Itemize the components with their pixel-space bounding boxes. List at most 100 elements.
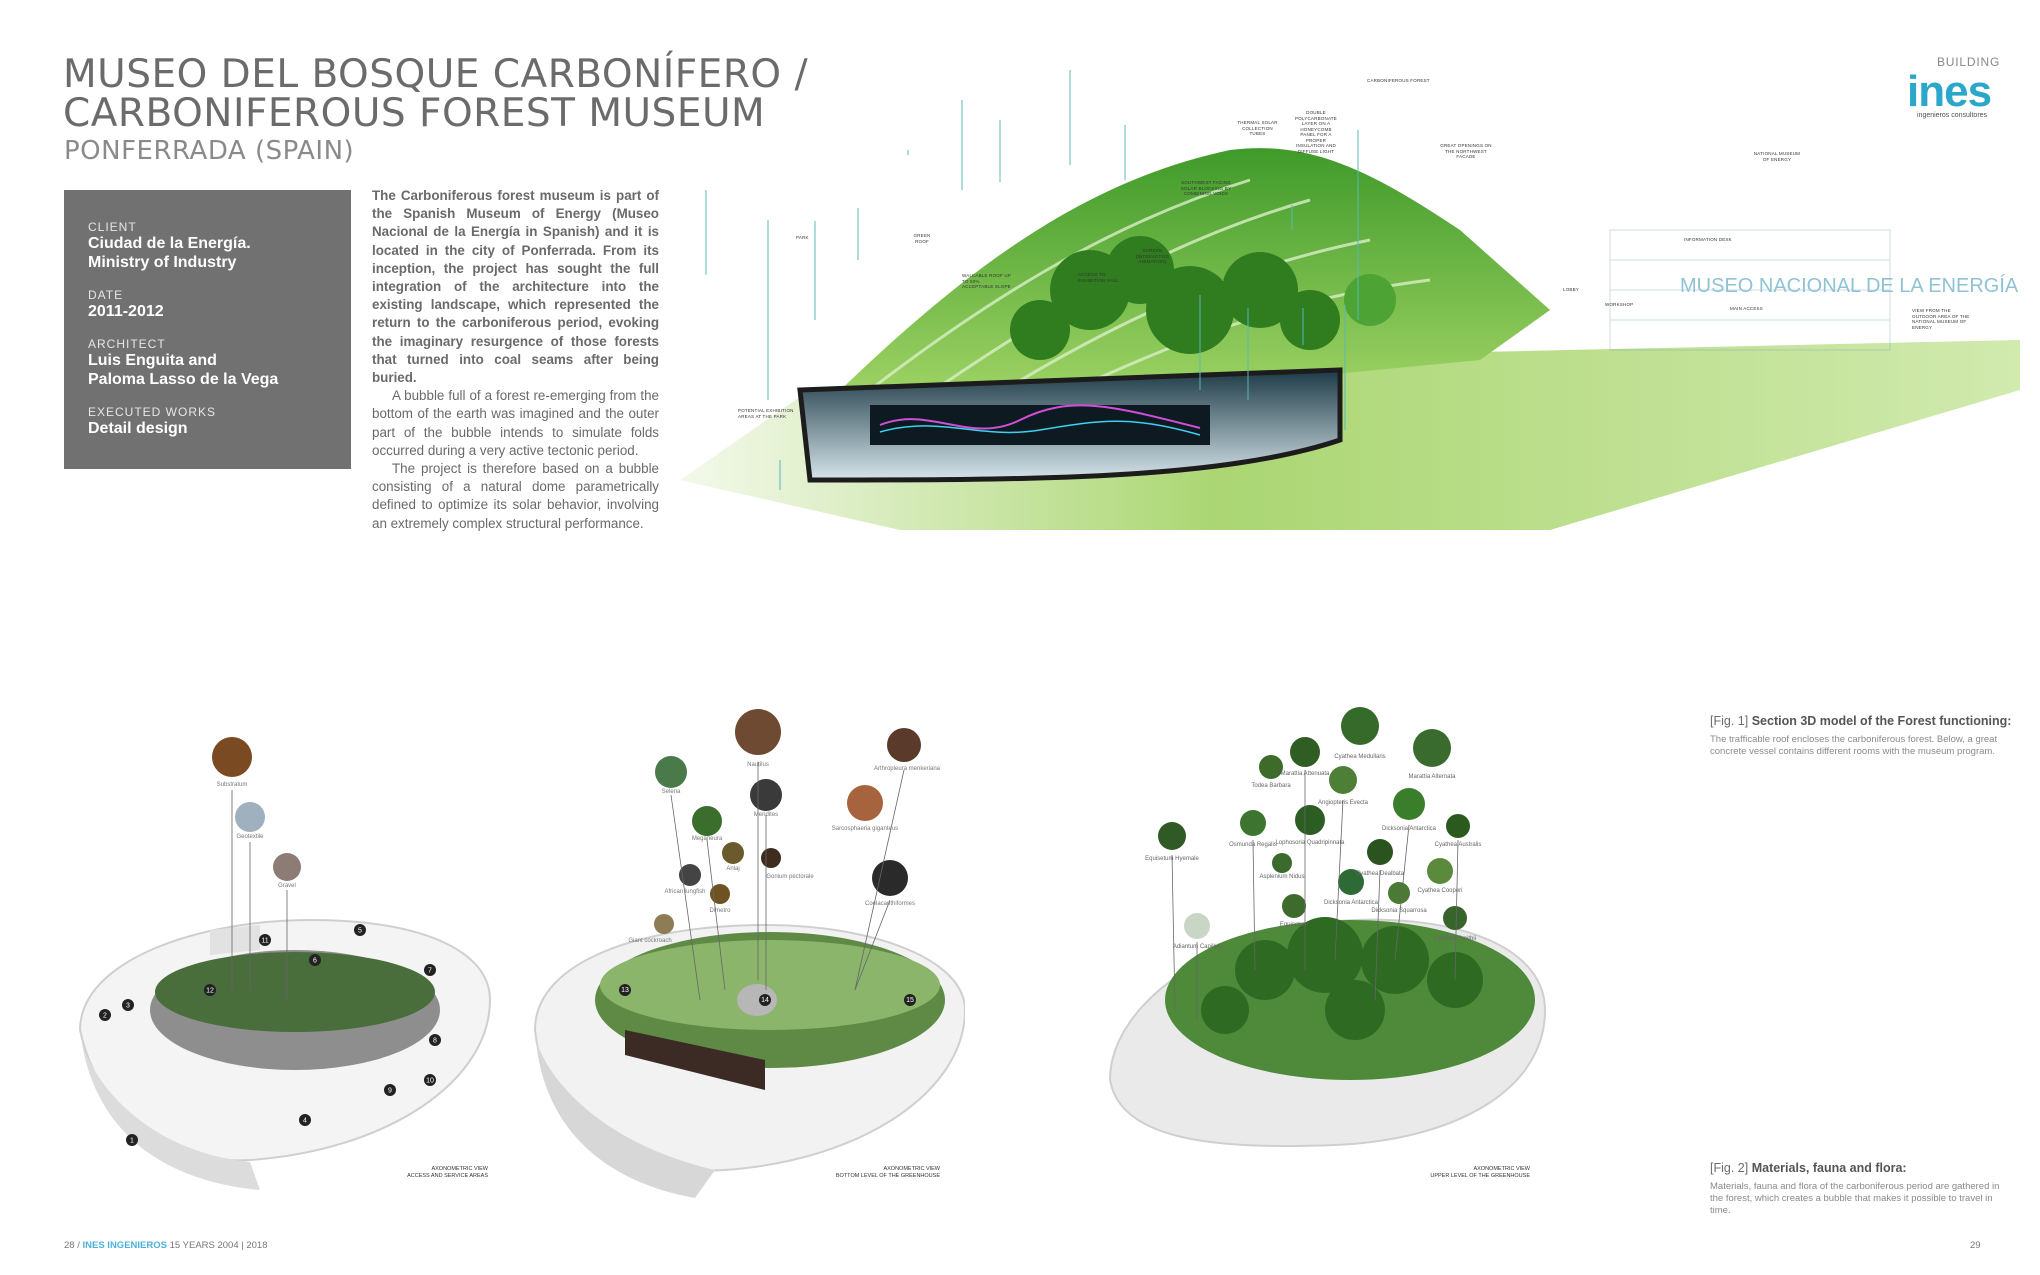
architect-value-1: Luis Enguita and xyxy=(88,352,217,369)
callout-workshop: WORKSHOP xyxy=(1605,302,1634,307)
museum-sign: MUSEO NACIONAL DE LA ENERGÍA xyxy=(1680,274,2019,297)
model1-number-marker xyxy=(259,934,271,946)
footer-separator: / xyxy=(77,1240,80,1251)
flora-label-cyathea-australis: Cyathea Australis xyxy=(1435,842,1482,848)
footer-brand: INES INGENIEROS xyxy=(82,1240,167,1251)
client-label: CLIENT xyxy=(88,220,137,234)
page-title-line-2: CARBONIFEROUS FOREST MUSEUM xyxy=(63,91,766,136)
callout-national-museum: NATIONAL MUSEUM OF ENERGY xyxy=(1753,151,1801,162)
callout-walkable-roof: WALKABLE ROOF UP TO 50% ACCEPTABLE SLOPE xyxy=(962,273,1011,289)
fauna-label-nautilus: Nautilus xyxy=(747,762,769,768)
model3-caption-2: UPPER LEVEL OF THE GREENHOUSE xyxy=(1430,1173,1530,1179)
model1-number-label: 1 xyxy=(130,1138,134,1145)
fig1-caption-title: [Fig. 1] Section 3D model of the Forest … xyxy=(1710,714,2011,728)
flora-label-cyathea-cooperi: Cyathea Cooperi xyxy=(1417,888,1462,894)
model1-number-marker xyxy=(424,1074,436,1086)
forest-trees xyxy=(1010,236,1396,360)
model1-number-marker xyxy=(429,1034,441,1046)
page-title-line-1: MUSEO DEL BOSQUE CARBONÍFERO / xyxy=(63,52,809,97)
flora-label-dicksonia-antarctica-2: Dicksonia Antarctica xyxy=(1324,900,1379,906)
callout-screen: SCREEN (INTERACTIVE ANIMATION) xyxy=(1135,248,1170,264)
executed-works-value: Detail design xyxy=(88,420,188,437)
architect-label: ARCHITECT xyxy=(88,337,166,351)
flora-swatches xyxy=(1158,707,1470,939)
footer-left: 28 / INES INGENIEROS 15 YEARS 2004 | 201… xyxy=(64,1240,268,1251)
model1-number-marker xyxy=(424,964,436,976)
footer-years: 15 YEARS 2004 | 2018 xyxy=(169,1240,268,1251)
callout-outdoor-view: VIEW FROM THE OUTDOOR AREA OF THE NATION… xyxy=(1912,308,1970,330)
fauna-label-giant-cockroach: Giant cockroach xyxy=(628,938,671,944)
fig2-label: [Fig. 2] xyxy=(1710,1161,1749,1175)
fig2-caption-title: [Fig. 2] Materials, fauna and flora: xyxy=(1710,1161,1907,1175)
model1-caption-2: ACCESS AND SERVICE AREAS xyxy=(407,1173,488,1179)
project-info-box: CLIENT Ciudad de la Energía. Ministry of… xyxy=(64,190,351,469)
callout-carboniferous-forest: CARBONIFEROUS FOREST xyxy=(1367,78,1430,83)
flora-label-equisetum-hyemale: Equisetum Hyemale xyxy=(1145,856,1199,862)
fauna-label-african-lungfish: African lungfish xyxy=(664,889,705,895)
model2-number-15: 15 xyxy=(906,997,914,1004)
fig1-label: [Fig. 1] xyxy=(1710,714,1749,728)
model-bottom-level-greenhouse: Nautilus Arthropleura menkeriana Seleria… xyxy=(533,709,965,1198)
fauna-label-dimetro: Dimetro xyxy=(709,908,731,914)
fig1-title: Section 3D model of the Forest functioni… xyxy=(1751,714,2012,728)
page-subtitle: PONFERRADA (SPAIN) xyxy=(64,136,355,166)
model1-number-marker xyxy=(204,984,216,996)
model2-caption-2: BOTTOM LEVEL OF THE GREENHOUSE xyxy=(835,1173,940,1179)
flora-label-osmunda-regalis: Osmunda Regalis xyxy=(1229,842,1277,848)
architect-value-2: Paloma Lasso de la Vega xyxy=(88,371,279,388)
flora-label-lophosoria: Lophosoria Quadripinnata xyxy=(1275,840,1345,846)
fauna-label-anlaj: Anlaj xyxy=(726,866,739,872)
body-paragraph-2: A bubble full of a forest re-emerging fr… xyxy=(372,388,659,458)
model1-number-label: 4 xyxy=(303,1118,307,1125)
flora-label-marattia-alternata: Marattia Alternata xyxy=(1408,774,1456,780)
material-label-gravel: Gravel xyxy=(278,883,296,889)
flora-label-marattia-attenuata: Marattia Attenuata xyxy=(1281,771,1330,777)
client-value-1: Ciudad de la Energía. xyxy=(88,235,251,252)
material-label-substratum: Substratum xyxy=(217,782,248,788)
substratum-swatch xyxy=(212,737,252,777)
fauna-label-sarcosphaeria: Sarcosphaeria giganteus xyxy=(832,826,898,832)
footer-page-right: 29 xyxy=(1970,1240,1981,1251)
material-label-geotextile: Geotextile xyxy=(236,834,264,840)
callout-green-roof: GREEN ROOF xyxy=(913,233,931,244)
model1-number-label: 9 xyxy=(388,1088,392,1095)
model1-number-label: 10 xyxy=(426,1078,434,1085)
fauna-label-coelacanth: Coelacanthiformes xyxy=(865,901,915,907)
flora-label-cyathea-dealbata: Cyathea Dealbata xyxy=(1356,871,1405,877)
model1-caption: AXONOMETRIC VIEW ACCESS AND SERVICE AREA… xyxy=(378,1166,488,1180)
model1-caption-1: AXONOMETRIC VIEW xyxy=(431,1166,488,1172)
model1-number-marker xyxy=(99,1009,111,1021)
model1-number-label: 8 xyxy=(433,1038,437,1045)
model2-numbers: 13 14 15 xyxy=(619,984,916,1006)
model2-caption: AXONOMETRIC VIEW BOTTOM LEVEL OF THE GRE… xyxy=(830,1166,940,1180)
flora-label-dicksonia-antarctica: Dicksonia Antarctica xyxy=(1382,826,1437,832)
model1-number-label: 6 xyxy=(313,958,317,965)
flora-label-lophosoria-2: Dicksonia Squarrosa xyxy=(1371,908,1427,914)
callout-solar-blocking: SOUTHWEST FACING SOLAR BLOCKING BY COMBI… xyxy=(1180,180,1232,196)
model2-number-14: 14 xyxy=(761,997,769,1004)
flora-label-todea-barbara: Todea Barbara xyxy=(1251,783,1291,789)
national-museum-building xyxy=(1609,229,1891,351)
section-tag: BUILDING xyxy=(1937,55,2001,69)
callout-information-desk: INFORMATION DESK xyxy=(1684,237,1732,242)
model2-number-13: 13 xyxy=(621,987,629,994)
model3-caption-1: AXONOMETRIC VIEW xyxy=(1473,1166,1530,1172)
model1-number-label: 5 xyxy=(358,928,362,935)
callout-thermal-tubes: THERMAL SOLAR COLLECTION TUBES xyxy=(1237,120,1278,136)
ines-logo-icon: ines ingenieros consultores xyxy=(1907,67,1992,119)
flora-label-cyathea-medullaris: Cyathea Medullaris xyxy=(1334,754,1385,760)
model3-caption: AXONOMETRIC VIEW UPPER LEVEL OF THE GREE… xyxy=(1420,1166,1530,1180)
model1-number-marker xyxy=(354,924,366,936)
fauna-label-seleria: Seleria xyxy=(662,789,681,795)
callout-park: PARK xyxy=(796,235,809,240)
flora-label-equisetum: Equisetum xyxy=(1280,922,1308,928)
callout-exhibition-access: ACCESS TO EXHIBITION HALL xyxy=(1078,272,1120,283)
logo-wordmark: ines xyxy=(1907,70,1991,116)
date-value: 2011-2012 xyxy=(88,303,164,320)
callout-lobby: LOBBY xyxy=(1563,287,1580,292)
model1-number-marker xyxy=(384,1084,396,1096)
callout-great-openings: GREAT OPENINGS ON THE NORTHWEST FACADE xyxy=(1440,143,1492,159)
gravel-swatch xyxy=(273,853,301,881)
